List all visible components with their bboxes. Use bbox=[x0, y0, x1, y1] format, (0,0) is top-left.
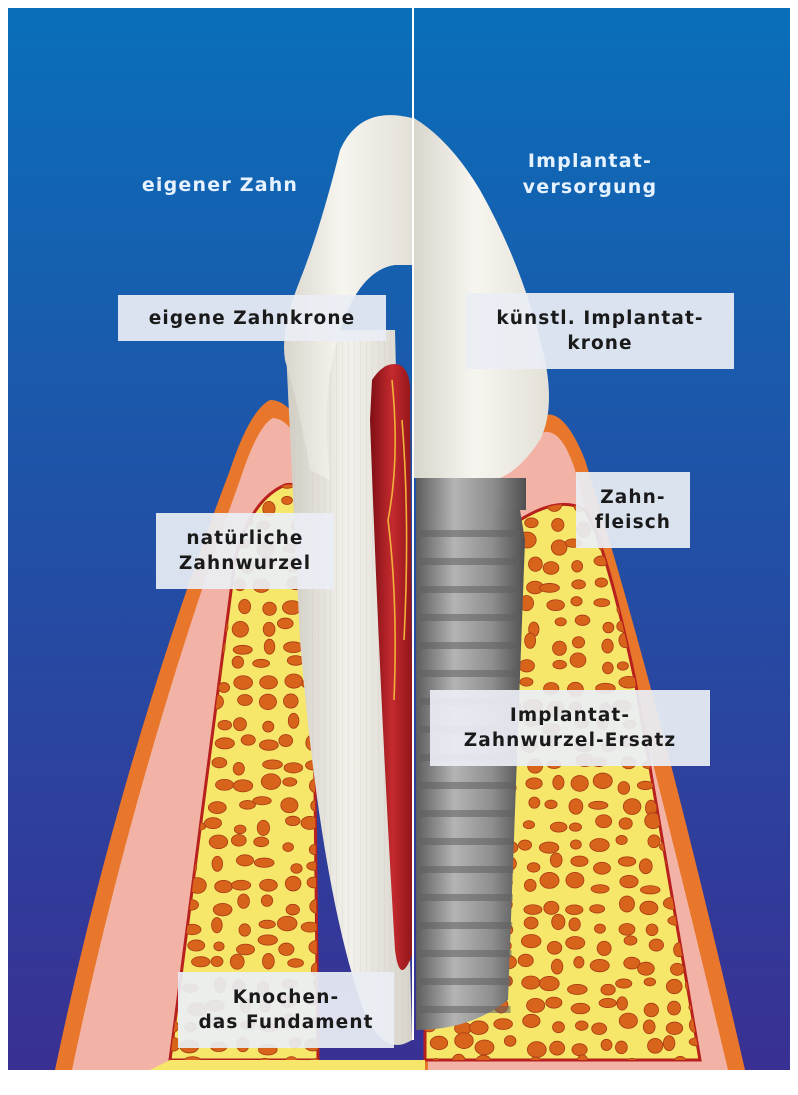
implant-abutment bbox=[416, 478, 526, 510]
label-gum: Zahn- fleisch bbox=[576, 472, 690, 548]
label-natural-crown: eigene Zahnkrone bbox=[118, 295, 386, 341]
label-implant-root: Implantat- Zahnwurzel-Ersatz bbox=[430, 690, 710, 766]
heading-implant: Implantat- versorgung bbox=[490, 148, 690, 200]
label-implant-crown: künstl. Implantat- krone bbox=[466, 293, 734, 369]
label-natural-root: natürliche Zahnwurzel bbox=[156, 513, 334, 589]
label-bone: Knochen- das Fundament bbox=[178, 972, 394, 1048]
heading-natural-tooth: eigener Zahn bbox=[120, 172, 320, 198]
